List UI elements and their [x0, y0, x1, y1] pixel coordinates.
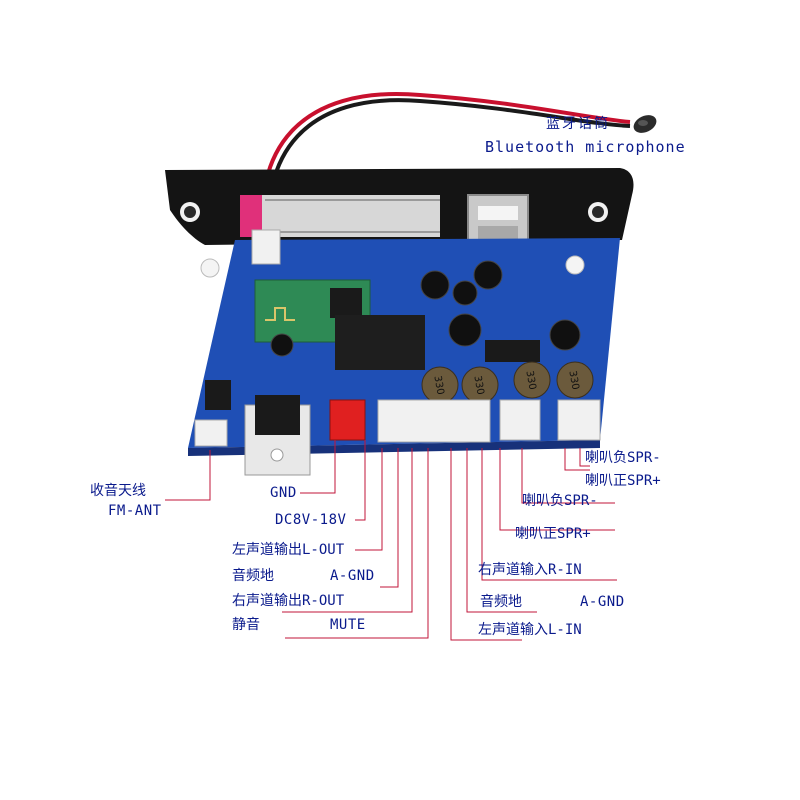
power-chip: [335, 315, 425, 370]
bluetooth-mic-cn-label: 蓝牙话筒: [546, 116, 610, 132]
r-out-label: 右声道输出R-OUT: [232, 593, 345, 609]
l-out-label: 左声道输出L-OUT: [232, 542, 345, 558]
small-ic: [205, 380, 231, 410]
mic-connector: [251, 229, 281, 265]
standoff-right: [565, 255, 585, 275]
mute-en-label: MUTE: [330, 617, 366, 633]
capacitors: [270, 260, 581, 357]
bluetooth-module-icon: [254, 279, 371, 343]
speaker-connector-right: [557, 399, 601, 441]
spr-plus-left-label: 喇叭正SPR+: [515, 526, 591, 542]
a-gnd-left-en-label: A-GND: [330, 568, 375, 584]
spr-minus-left-label: 喇叭负SPR-: [522, 493, 598, 509]
l-in-label: 左声道输入L-IN: [478, 622, 582, 638]
inductor-3-marking: 330: [523, 370, 537, 391]
inductor-1-marking: 330: [431, 375, 445, 396]
leader-lines: [165, 440, 617, 641]
fm-antenna-cn-label: 收音天线: [90, 483, 146, 499]
standoff-left: [200, 258, 220, 278]
bluetooth-microphone-icon: [633, 115, 657, 133]
mute-cn-label: 静音: [232, 617, 260, 633]
a-gnd-right-cn-label: 音频地: [480, 594, 522, 610]
voltage-regulator: [244, 395, 311, 476]
spr-plus-right-label: 喇叭正SPR+: [585, 473, 661, 489]
audio-io-connector: [377, 399, 491, 443]
bluetooth-mic-en-label: Bluetooth microphone: [485, 138, 686, 156]
power-connector: [329, 399, 366, 441]
r-in-label: 右声道输入R-IN: [478, 562, 582, 578]
spr-minus-right-label: 喇叭负SPR-: [585, 450, 661, 466]
amplifier-chip: [485, 340, 540, 362]
inductors: [421, 361, 594, 404]
a-gnd-left-cn-label: 音频地: [232, 568, 274, 584]
inductor-2-marking: 330: [471, 375, 485, 396]
gnd-label: GND: [270, 485, 297, 501]
inductor-4-marking: 330: [566, 370, 580, 391]
fm-antenna-en-label: FM-ANT: [108, 503, 162, 519]
speaker-connector-left: [499, 399, 541, 441]
dc-power-label: DC8V-18V: [275, 512, 347, 528]
a-gnd-right-en-label: A-GND: [580, 594, 625, 610]
fm-antenna-connector: [194, 419, 228, 447]
